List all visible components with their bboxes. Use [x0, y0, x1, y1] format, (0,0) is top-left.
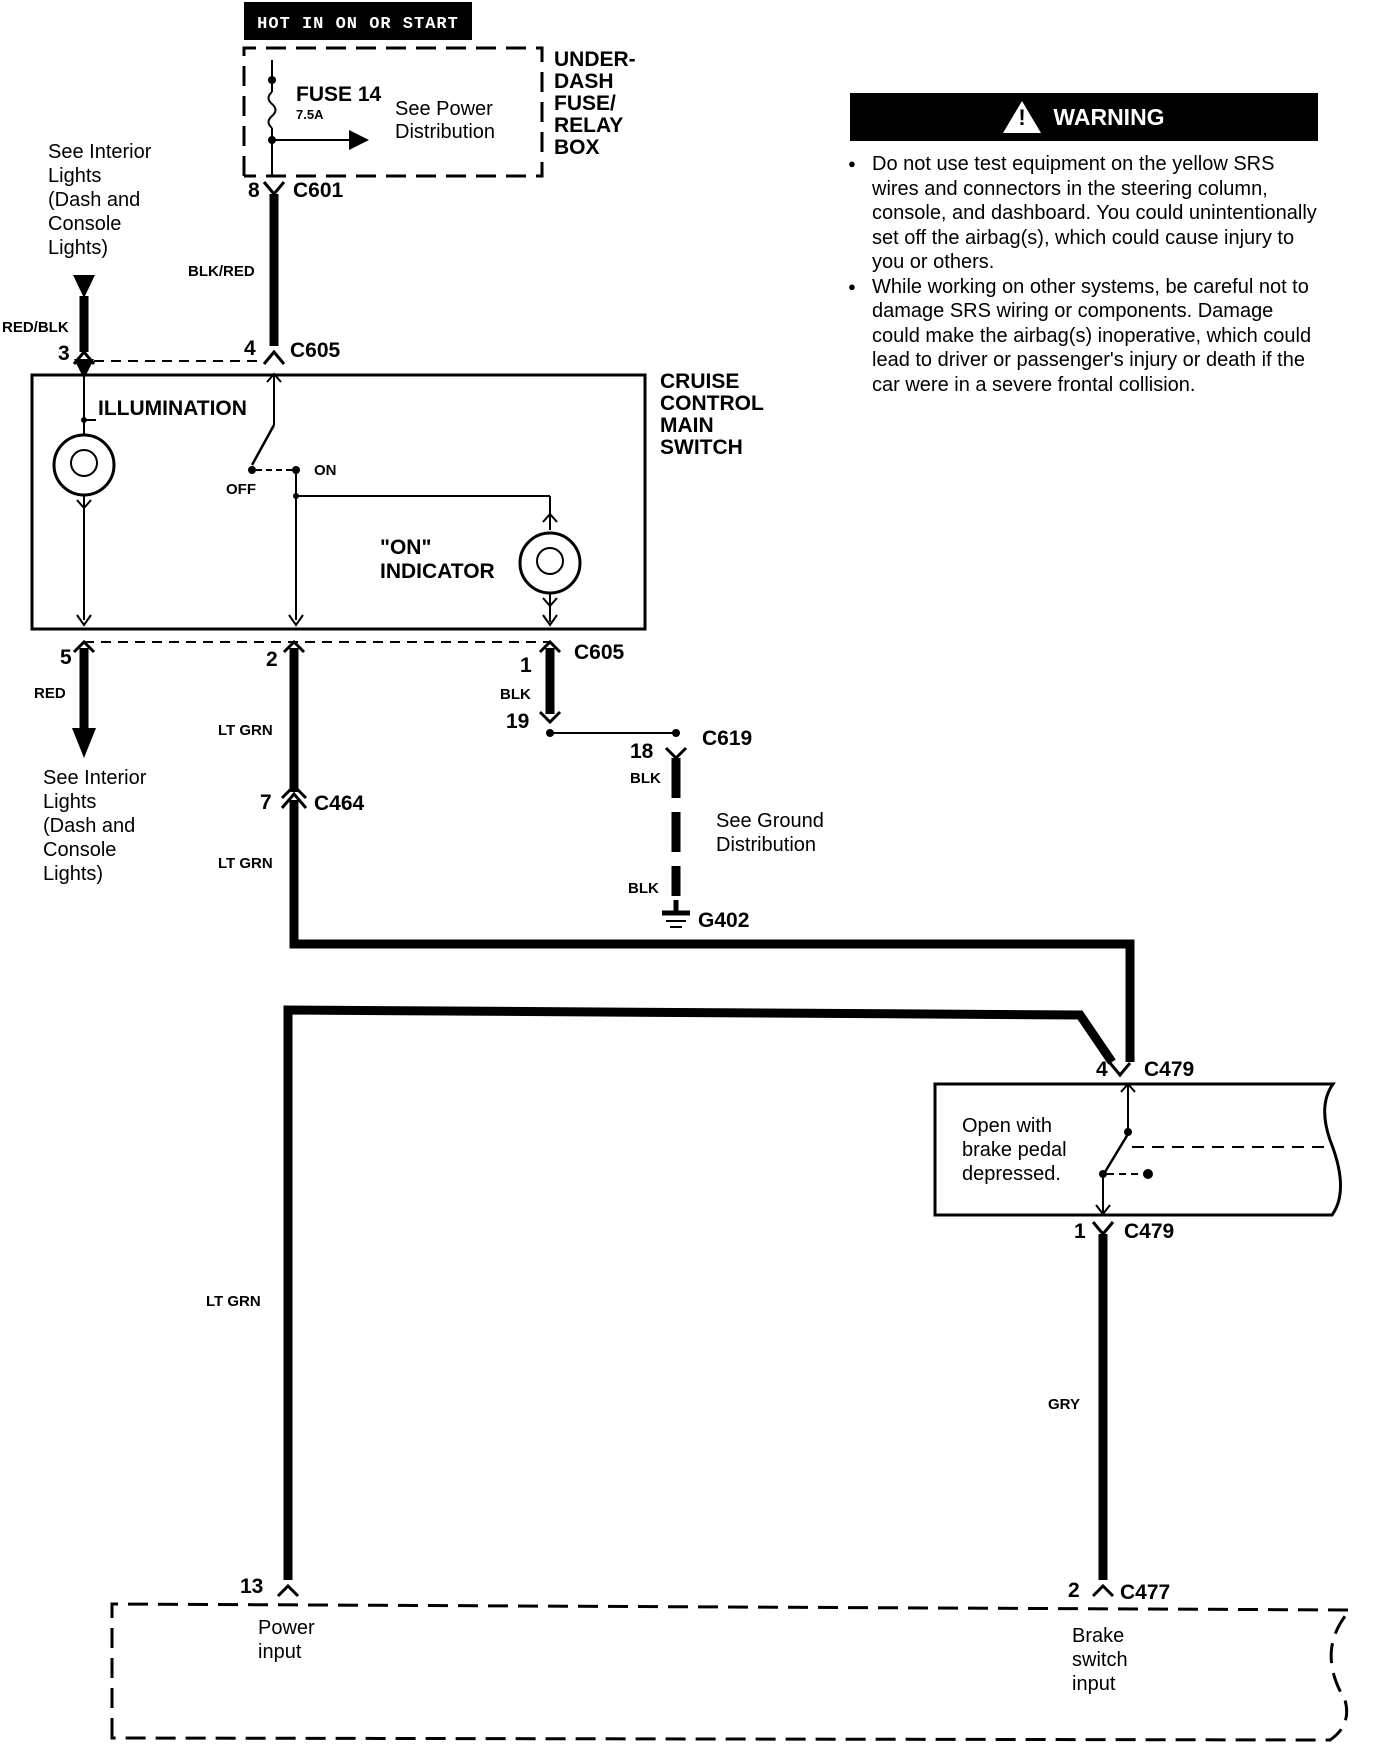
box-label-line5: BOX: [554, 136, 600, 159]
wire-label-blk-1: BLK: [500, 686, 531, 703]
ecu-pin-13: 13: [240, 1575, 263, 1598]
illum-ref-bottom-line2: Lights: [43, 791, 96, 813]
fuse-label: FUSE 14: [296, 83, 382, 106]
warning-item: Do not use test equipment on the yellow …: [848, 152, 1318, 275]
connector-c479-bottom: 1 C479: [1074, 1220, 1174, 1243]
illum-ref-bottom-line1: See Interior: [43, 767, 147, 789]
brake-switch-contact-icon: [1103, 1133, 1130, 1173]
wire-label-lt-grn-3: LT GRN: [206, 1293, 261, 1310]
fuse-rating: 7.5A: [296, 107, 324, 122]
off-label: OFF: [226, 481, 256, 498]
connector-c605-bottom: 5 2 1 C605: [60, 639, 625, 677]
hot-label-box: HOT IN ON OR START: [244, 2, 472, 40]
illum-ref-top-line3: (Dash and: [48, 189, 140, 211]
ground-ref-line1: See Ground: [716, 810, 824, 832]
off-on-switch-icon: [250, 424, 276, 466]
c619-pin: 18: [630, 740, 654, 763]
box-label-line3: FUSE/: [554, 92, 616, 115]
indicator-label-line1: "ON": [380, 536, 431, 559]
warning-header: ! WARNING: [850, 93, 1318, 141]
hot-label: HOT IN ON OR START: [257, 15, 459, 34]
switch-title-line2: CONTROL: [660, 392, 764, 415]
c479-top-label: C479: [1144, 1058, 1194, 1081]
wire-label-gry: GRY: [1048, 1396, 1080, 1413]
warning-title: WARNING: [1053, 103, 1165, 130]
under-dash-fuse-box: FUSE 14 7.5A See Power Distribution UNDE…: [242, 46, 636, 178]
pin-2: 2: [266, 648, 278, 671]
connector-c464: 7 C464: [260, 783, 365, 815]
ecu-power-input-line2: input: [258, 1641, 302, 1663]
c477-pin: 2: [1068, 1579, 1080, 1602]
indicator-label-line2: INDICATOR: [380, 560, 495, 583]
fuse-icon: [267, 91, 277, 129]
warning-triangle-icon: !: [1003, 101, 1042, 133]
on-label: ON: [314, 462, 337, 479]
illum-ref-bottom-line5: Lights): [43, 863, 103, 885]
c477-label: C477: [1120, 1581, 1170, 1604]
c479-bottom-label: C479: [1124, 1220, 1174, 1243]
box-label-line4: RELAY: [554, 114, 623, 137]
illum-ref-top-arrow-icon: [73, 275, 95, 298]
wire-label-blk-2: BLK: [630, 770, 661, 787]
connector-c605-top: 4 C605 3: [58, 337, 341, 365]
ground-ref-line2: Distribution: [716, 834, 816, 856]
c605-bottom-label: C605: [574, 641, 625, 664]
illumination-bulb-icon: [52, 433, 116, 497]
brake-switch: Open with brake pedal depressed.: [933, 1082, 1342, 1217]
see-power-line1: See Power: [395, 98, 493, 120]
switch-title-line1: CRUISE: [660, 370, 739, 393]
illum-ref-bottom-line3: (Dash and: [43, 815, 135, 837]
illum-ref-bottom-line4: Console: [43, 839, 116, 861]
c619-label: C619: [702, 727, 752, 750]
illum-ref-top-line1: See Interior: [48, 141, 152, 163]
c605-top-label: C605: [290, 339, 341, 362]
wire-label-red-blk: RED/BLK: [2, 319, 69, 336]
brake-note-line3: depressed.: [962, 1163, 1061, 1185]
wire-label-red: RED: [34, 685, 66, 702]
pin-1: 1: [520, 654, 532, 677]
illum-ref-bottom-arrow-icon: [72, 728, 96, 758]
c601-label: C601: [293, 179, 344, 202]
box-label-line2: DASH: [554, 70, 614, 93]
pin-5: 5: [60, 646, 72, 669]
on-indicator-bulb-icon: [518, 531, 582, 595]
ecu-brake-input-line1: Brake: [1072, 1625, 1124, 1647]
cruise-control-unit: 13 2 C477 Power input Brake switch input: [110, 1575, 1354, 1742]
connector-c479-top: 4 C479: [1096, 1058, 1194, 1081]
wire-label-blk-3: BLK: [628, 880, 659, 897]
c464-label: C464: [314, 792, 365, 815]
c479-bottom-pin: 1: [1074, 1220, 1086, 1243]
pin-19: 19: [506, 710, 529, 733]
warning-item: While working on other systems, be caref…: [848, 275, 1318, 398]
wire-label-lt-grn-2: LT GRN: [218, 855, 273, 872]
wire-lt-grn-to-ecu: [283, 1005, 1116, 1580]
brake-note-line1: Open with: [962, 1115, 1052, 1137]
illum-ref-top-line2: Lights: [48, 165, 101, 187]
c605-pin-4: 4: [244, 337, 256, 360]
ecu-brake-input-line3: input: [1072, 1673, 1116, 1695]
brake-note-line2: brake pedal: [962, 1139, 1067, 1161]
illum-ref-top-line5: Lights): [48, 237, 108, 259]
wire-label-lt-grn-1: LT GRN: [218, 722, 273, 739]
warning-list: Do not use test equipment on the yellow …: [848, 152, 1318, 397]
connector-c601: 8 C601: [248, 179, 344, 202]
wire-label-blk-red: BLK/RED: [188, 263, 255, 280]
switch-title-line4: SWITCH: [660, 436, 743, 459]
g402-label: G402: [698, 909, 749, 932]
cruise-control-main-switch: CRUISE CONTROL MAIN SWITCH ILLUMINATION …: [30, 359, 764, 631]
see-power-line2: Distribution: [395, 121, 495, 143]
illum-ref-top-line4: Console: [48, 213, 121, 235]
c464-pin: 7: [260, 791, 272, 814]
ecu-brake-input-line2: switch: [1072, 1649, 1128, 1671]
wire-lt-grn-to-c479: [289, 800, 1135, 1062]
switch-title-line3: MAIN: [660, 414, 714, 437]
ground-g402: G402: [662, 900, 749, 932]
c605-pin-3: 3: [58, 342, 70, 365]
c601-pin: 8: [248, 179, 260, 202]
illumination-label: ILLUMINATION: [98, 397, 247, 420]
box-label-line1: UNDER-: [554, 48, 636, 71]
ecu-power-input-line1: Power: [258, 1617, 315, 1639]
c479-top-pin: 4: [1096, 1058, 1108, 1081]
